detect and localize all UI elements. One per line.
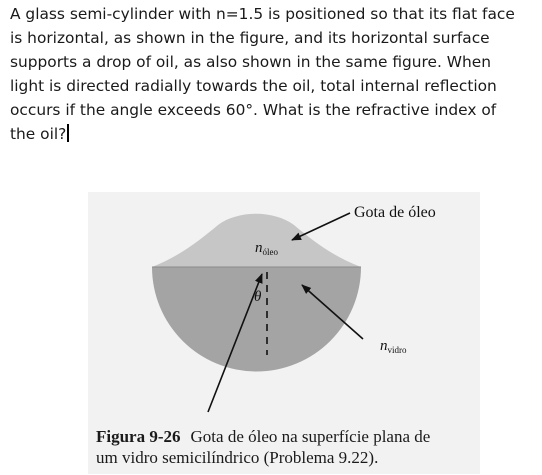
problem-line: supports a drop of oil, as also shown in… [10, 53, 491, 71]
caption-line-1: Gota de óleo na superfície plana de [190, 427, 431, 446]
callout-pointer-arrow [291, 212, 351, 241]
problem-text[interactable]: A glass semi-cylinder with n=1.5 is posi… [10, 2, 540, 146]
figure-panel: Gota de óleo nóleo θ nvidro [88, 192, 480, 474]
incident-ray-arrow [207, 273, 263, 413]
glass-semicylinder [152, 267, 361, 372]
problem-line: occurs if the angle exceeds 60°. What is… [10, 101, 497, 119]
glass-index-label: nvidro [380, 338, 407, 355]
semicylinder-diagram: Gota de óleo nóleo θ nvidro [152, 204, 436, 413]
problem-line-last: the oil? [10, 122, 540, 146]
oil-drop [152, 213, 361, 267]
oil-drop-label: Gota de óleo [354, 204, 436, 221]
figure-caption: Figura 9-26 Gota de óleo na superfície pl… [96, 426, 496, 468]
caption-line-2: um vidro semicilíndrico (Problema 9.22). [96, 448, 379, 467]
problem-line: is horizontal, as shown in the figure, a… [10, 29, 490, 47]
problem-line: A glass semi-cylinder with n=1.5 is posi… [10, 5, 515, 23]
problem-line: light is directed radially towards the o… [10, 77, 497, 95]
figure-number: Figura 9-26 [96, 427, 181, 446]
angle-theta-label: θ [254, 289, 262, 305]
text-cursor [67, 124, 69, 142]
oil-index-label: nóleo [255, 240, 278, 257]
problem-line-text: the oil? [10, 125, 67, 143]
reflected-ray-arrow [301, 284, 364, 340]
